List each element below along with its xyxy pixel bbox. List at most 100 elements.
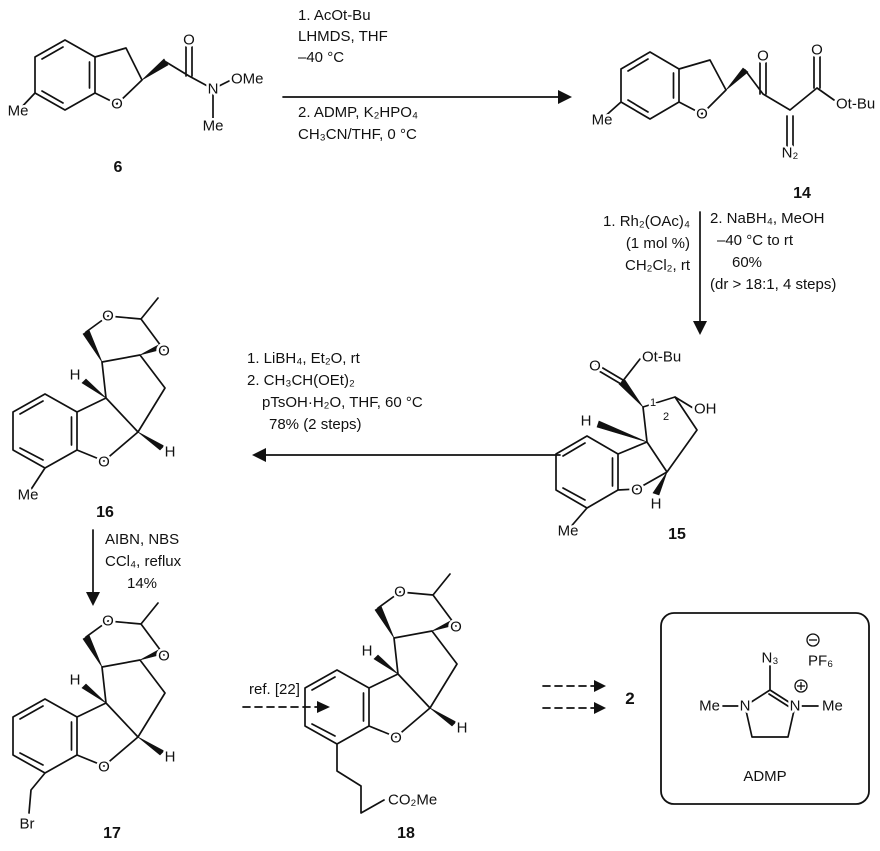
compound-15: O Ot-Bu OH 1 2 H H O Me 15 bbox=[555, 346, 719, 543]
c18-h-wedge-right bbox=[429, 707, 457, 727]
arrowhead-right bbox=[594, 702, 606, 714]
c16-h-left: H bbox=[70, 367, 81, 384]
compound-16: O O O H H Me 16 bbox=[12, 297, 178, 521]
arrow-16-to-17: AIBN, NBS CCl₄, reflux 14% bbox=[86, 529, 182, 606]
c15-furan-o: O bbox=[631, 482, 643, 499]
arrow-14-to-15: 1. Rh₂(OAc)₄ (1 mol %) CH₂Cl₂, rt 2. NaB… bbox=[603, 210, 836, 335]
c16-wedge-ch2 bbox=[82, 329, 103, 363]
c15-locant-2: 2 bbox=[663, 411, 669, 423]
step4-reagent-line2: CCl₄, reflux bbox=[105, 553, 182, 570]
c15-aryl-methyl-label: Me bbox=[558, 523, 579, 540]
c15-number: 15 bbox=[668, 526, 686, 543]
c15-h-top: H bbox=[581, 413, 592, 430]
c17-h-left: H bbox=[70, 672, 81, 689]
c18-acetal-o-left: O bbox=[394, 584, 406, 601]
c18-h-right: H bbox=[457, 720, 468, 737]
c14-skeleton bbox=[601, 51, 835, 147]
c14-otbu-label: Ot-Bu bbox=[836, 96, 875, 113]
arrowhead-right bbox=[558, 90, 572, 104]
admp-box-border bbox=[660, 612, 870, 805]
arrow-6-to-14: 1. AcOt-Bu LHMDS, THF –40 °C 2. ADMP, K₂… bbox=[282, 7, 572, 143]
step2-reagent-line5: –40 °C to rt bbox=[717, 232, 794, 249]
step1-reagent-line5: CH₃CN/THF, 0 °C bbox=[298, 126, 417, 143]
c15-oh-label: OH bbox=[694, 401, 717, 418]
step1-reagent-line2: LHMDS, THF bbox=[298, 28, 388, 45]
c17-wedge-o bbox=[139, 648, 164, 661]
minus-charge-icon bbox=[806, 633, 820, 647]
step2-reagent-line3: CH₂Cl₂, rt bbox=[625, 257, 691, 274]
plus-charge-icon bbox=[794, 679, 808, 693]
admp-box: N₃ PF₆ N N Me Me ADMP bbox=[660, 612, 870, 805]
step3-reagent-line1: 1. LiBH₄, Et₂O, rt bbox=[247, 350, 361, 367]
admp-caption: ADMP bbox=[743, 768, 786, 785]
c17-acetal-o-left: O bbox=[102, 613, 114, 630]
c15-h-bottom: H bbox=[651, 496, 662, 513]
admp-n-left: N bbox=[740, 698, 751, 715]
c14-aryl-methyl-label: Me bbox=[592, 112, 613, 129]
c14-ketone-o: O bbox=[757, 48, 769, 65]
c14-furan-o: O bbox=[696, 106, 708, 123]
c18-h-wedge-left bbox=[373, 654, 399, 675]
step3-reagent-line3: pTsOH·H₂O, THF, 60 °C bbox=[262, 394, 423, 411]
c17-wedge-ch2 bbox=[82, 634, 103, 668]
c16-h-wedge-right bbox=[137, 431, 165, 451]
arrowhead-right bbox=[317, 701, 330, 713]
step2-dr-note: (dr > 18:1, 4 steps) bbox=[710, 276, 836, 293]
step1-reagent-line4: 2. ADMP, K₂HPO₄ bbox=[298, 104, 418, 121]
c16-furan-o: O bbox=[98, 454, 110, 471]
c15-locant-1: 1 bbox=[650, 397, 656, 409]
c18-acetal-o-right: O bbox=[450, 619, 462, 636]
c18-h-left: H bbox=[362, 643, 373, 660]
arrows-18-to-2: 2 bbox=[542, 680, 635, 714]
c6-aryl-methyl-label: Me bbox=[8, 103, 29, 120]
c15-ester-o: O bbox=[589, 358, 601, 375]
c15-h-wedge-top bbox=[596, 420, 648, 443]
admp-skeleton bbox=[722, 665, 819, 738]
c18-furan-o: O bbox=[390, 730, 402, 747]
arrowhead-left bbox=[252, 448, 266, 462]
c18-wedge-o bbox=[431, 619, 456, 632]
c17-br-label: Br bbox=[20, 816, 35, 833]
c16-h-wedge-left bbox=[81, 378, 107, 399]
c17-skeleton bbox=[12, 602, 166, 814]
c16-acetal-o-left: O bbox=[102, 308, 114, 325]
c17-h-wedge-right bbox=[137, 736, 165, 756]
c6-number: 6 bbox=[114, 159, 123, 176]
step2-reagent-line4: 2. NaBH₄, MeOH bbox=[710, 210, 825, 227]
c17-h-right: H bbox=[165, 749, 176, 766]
c16-number: 16 bbox=[96, 504, 114, 521]
c14-diazo-label: N₂ bbox=[782, 145, 799, 162]
step1-reagent-line1: 1. AcOt-Bu bbox=[298, 7, 371, 24]
c16-h-right: H bbox=[165, 444, 176, 461]
admp-azide-label: N₃ bbox=[762, 650, 779, 667]
compound-6: O O N OMe Me Me 6 bbox=[5, 29, 266, 176]
step4-reagent-line1: AIBN, NBS bbox=[105, 531, 179, 548]
compound-17: O O O H H Br 17 bbox=[12, 602, 178, 842]
step3-reagent-line2: 2. CH₃CH(OEt)₂ bbox=[247, 372, 355, 389]
c18-wedge-ch2 bbox=[374, 605, 395, 639]
c14-ester-o: O bbox=[811, 42, 823, 59]
c6-wedge-bond bbox=[141, 58, 169, 81]
step3-yield: 78% (2 steps) bbox=[269, 416, 362, 433]
admp-me-right: Me bbox=[822, 698, 843, 715]
c16-aryl-methyl-label: Me bbox=[18, 487, 39, 504]
admp-counterion-label: PF₆ bbox=[808, 653, 833, 670]
c17-h-wedge-left bbox=[81, 683, 107, 704]
arrowhead-right bbox=[594, 680, 606, 692]
c6-furan-o: O bbox=[111, 96, 123, 113]
arrow-15-to-16: 1. LiBH₄, Et₂O, rt 2. CH₃CH(OEt)₂ pTsOH·… bbox=[247, 350, 561, 462]
c16-wedge-o bbox=[139, 343, 164, 356]
c17-number: 17 bbox=[103, 825, 121, 842]
step2-reagent-line2: (1 mol %) bbox=[626, 235, 690, 252]
step2-yield: 60% bbox=[732, 254, 762, 271]
c15-h-wedge-bottom bbox=[652, 471, 668, 496]
c6-skeleton bbox=[17, 39, 232, 125]
c16-skeleton bbox=[12, 297, 166, 495]
admp-n-right: N bbox=[790, 698, 801, 715]
c2-number: 2 bbox=[625, 689, 634, 708]
arrowhead-down bbox=[86, 592, 100, 606]
step2-reagent-line1: 1. Rh₂(OAc)₄ bbox=[603, 213, 690, 230]
c18-ester-label: CO₂Me bbox=[388, 792, 437, 809]
c17-acetal-o-right: O bbox=[158, 648, 170, 665]
